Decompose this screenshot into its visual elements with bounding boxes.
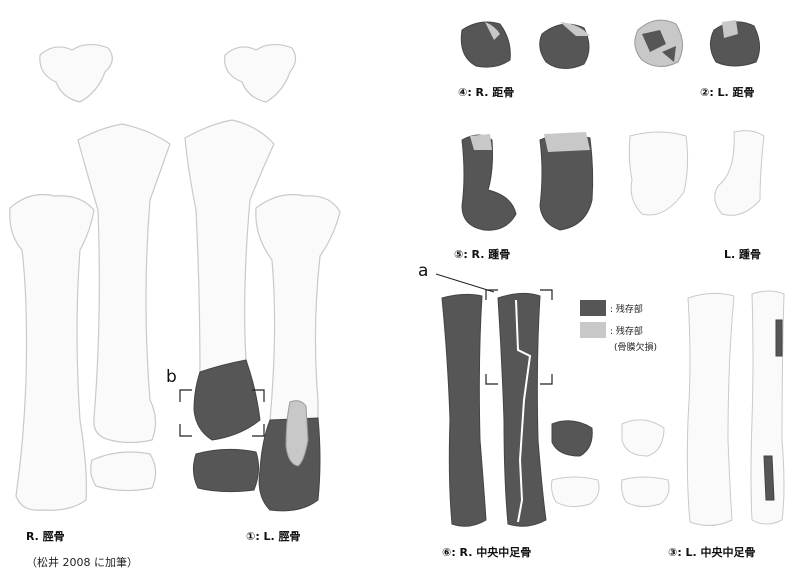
legend: : 残存部 : 残存部 (骨膜欠損) xyxy=(580,300,657,353)
r-tibia-lateral-view xyxy=(10,195,94,511)
l-tibia-proximal-end xyxy=(225,44,296,102)
l-tibia-lateral-view xyxy=(256,195,340,421)
label-r-talus: ④: R. 距骨 xyxy=(458,86,514,99)
l-tibia-anterior-remaining xyxy=(194,360,260,440)
l-metatarsal-proximal-piece xyxy=(622,420,664,456)
legend-swatch-remaining xyxy=(580,300,606,316)
r-talus-view-1 xyxy=(461,22,510,67)
l-metatarsal-remaining-lower xyxy=(764,456,774,500)
l-metatarsal xyxy=(687,291,784,526)
calcaneus-row xyxy=(462,131,764,231)
r-metatarsal xyxy=(442,293,546,526)
legend-partial-text: : 残存部 xyxy=(610,325,643,337)
pointer-a xyxy=(436,274,494,292)
figure-credit: （松井 2008 に加筆） xyxy=(26,555,138,569)
r-metatarsal-distal-piece xyxy=(552,477,600,507)
label-l-calcaneus: L. 踵骨 xyxy=(724,247,761,261)
r-metatarsal-view-1 xyxy=(442,294,486,526)
marker-a: a xyxy=(418,261,428,281)
legend-remaining-text: : 残存部 xyxy=(610,303,643,315)
l-metatarsal-view-1 xyxy=(687,293,734,525)
label-r-calcaneus: ⑤: R. 踵骨 xyxy=(454,247,510,261)
talus-row xyxy=(461,20,759,69)
r-metatarsal-proximal-piece xyxy=(552,421,592,456)
l-tibia-distal-remaining xyxy=(193,449,258,491)
l-metatarsal-distal-piece xyxy=(622,477,670,507)
legend-partial-note: (骨膜欠損) xyxy=(614,341,657,353)
l-metatarsal-remaining-upper xyxy=(776,320,782,356)
l-calcaneus-view-2 xyxy=(715,131,764,216)
label-l-tibia: ①: L. 脛骨 xyxy=(246,530,301,543)
l-calcaneus-view-1 xyxy=(629,132,687,215)
r-tibia-anterior-view xyxy=(78,124,170,443)
r-tibia-distal-end xyxy=(91,452,156,491)
marker-b: b xyxy=(166,367,177,387)
label-r-metatarsal: ⑥: R. 中央中足骨 xyxy=(442,545,531,559)
l-tibia-anterior-view xyxy=(185,120,274,380)
label-l-talus: ②: L. 距骨 xyxy=(700,86,755,99)
label-r-tibia: R. 脛骨 xyxy=(26,530,65,543)
r-tibia-proximal-end xyxy=(40,44,113,102)
legend-swatch-partial xyxy=(580,322,606,338)
label-l-metatarsal: ③: L. 中央中足骨 xyxy=(668,545,756,559)
